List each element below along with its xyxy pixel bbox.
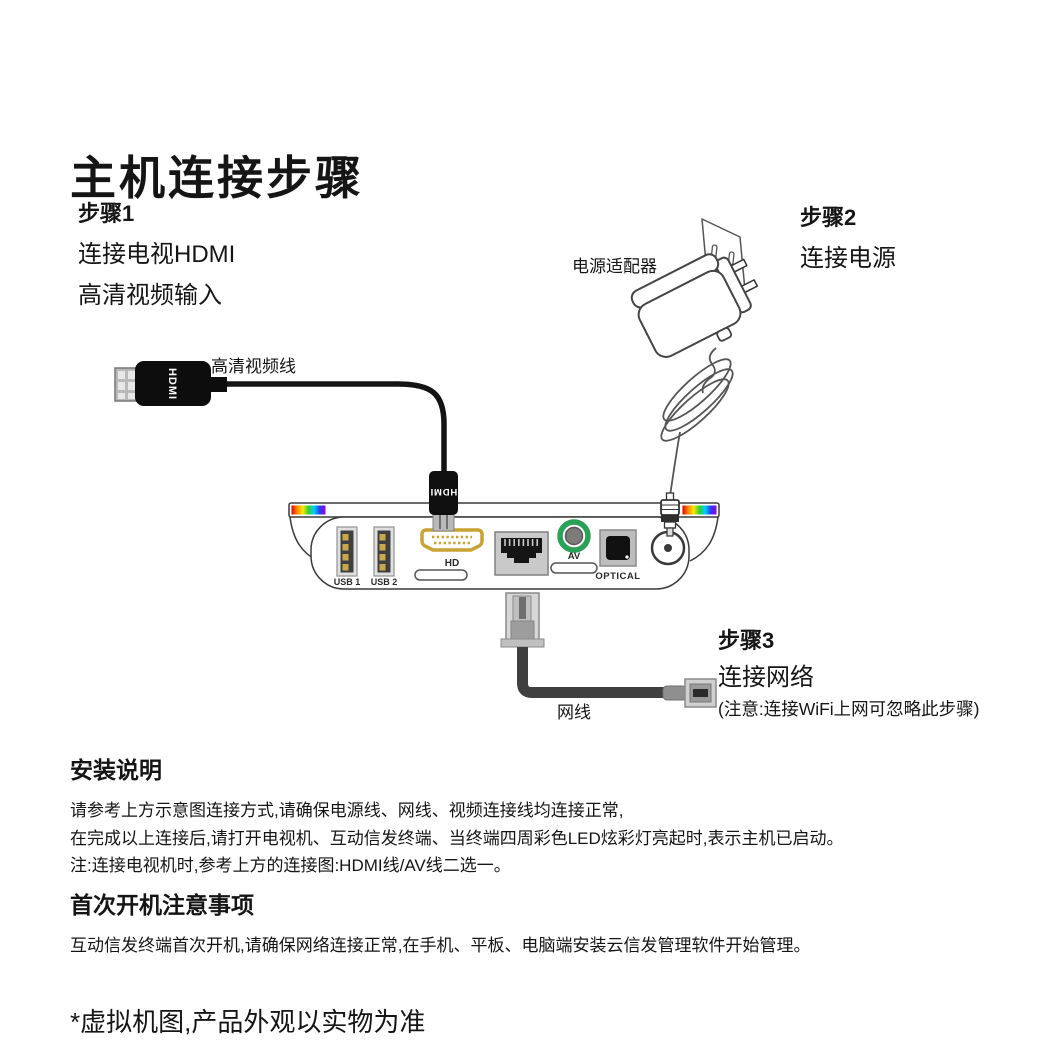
step3-block: 步骤3 连接网络 (注意:连接WiFi上网可忽略此步骤) [718,630,980,721]
hdmi-port-icon [420,528,484,552]
av-port-icon [557,519,591,553]
power-adapter-illustration: 电源适配器 [572,218,759,497]
hdmi-port-label: HD [445,558,459,569]
hdmi-cable-illustration: HDMI 高清视频线 [114,357,447,472]
step1-line1: 连接电视HDMI [78,241,236,268]
power-adapter-label: 电源适配器 [572,257,657,276]
av-port-label: AV [568,551,581,562]
usb2-port-icon [373,526,395,577]
network-cable-illustration: 网线 [500,592,717,722]
usb1-port-icon [336,526,358,577]
led-strip-left [291,505,326,515]
footnote: *虚拟机图,产品外观以实物为准 [70,1007,426,1037]
optical-port-icon [599,529,637,567]
hdmi-plug-left-icon: HDMI [114,361,227,406]
adapter-body-icon [630,253,759,358]
hdmi-cable-label: 高清视频线 [211,357,296,376]
step1-block: 步骤1 连接电视HDMI 高清视频输入 [78,203,235,316]
step2-line1: 连接电源 [800,245,896,272]
step1-label: 步骤1 [78,201,135,226]
optical-port-label: OPTICAL [595,571,640,582]
install-line: 注:连接电视机时,参考上方的连接图:HDMI线/AV线二选一。 [70,856,511,875]
first-boot-body: 互动信发终端首次开机,请确保网络连接正常,在手机、平板、电脑端安装云信发管理软件… [70,936,811,955]
step3-label: 步骤3 [718,628,775,653]
usb1-port-label: USB 1 [334,577,361,587]
first-boot-heading: 首次开机注意事项 [70,892,254,918]
av-slot-oval [550,562,598,574]
step3-line1: 连接网络 [718,664,814,691]
hdmi-plug-top-icon: HDMI [429,471,458,532]
step2-block: 步骤2 连接电源 [800,207,896,279]
step3-note: (注意:连接WiFi上网可忽略此步骤) [718,699,980,719]
ethernet-port-icon [494,531,549,576]
power-jack-icon [650,530,686,566]
install-line: 在完成以上连接后,请打开电视机、互动信发终端、当终端四周彩色LED炫彩灯亮起时,… [70,828,844,848]
install-line: 请参考上方示意图连接方式,请确保电源线、网线、视频连接线均连接正常, [70,801,624,820]
hdmi-slot-oval [414,569,468,581]
network-cable-label: 网线 [557,703,591,722]
page-title: 主机连接步骤 [70,152,364,204]
rj45-plug-end-icon [662,678,717,708]
hdmi-plug-left-text: HDMI [166,368,178,400]
adapter-cord [660,347,734,497]
device-rear-panel: USB 1 USB 2 HD [288,502,720,590]
step2-label: 步骤2 [800,205,857,230]
led-strip-right [682,505,717,515]
install-section: 安装说明 请参考上方示意图连接方式,请确保电源线、网线、视频连接线均连接正常, … [70,751,844,880]
rj45-plug-up-icon [500,592,545,648]
wall-outlet-icon [701,218,747,302]
usb2-port-label: USB 2 [371,577,398,587]
dc-barrel-plug-icon [660,492,680,537]
install-heading: 安装说明 [70,757,162,783]
step1-line2: 高清视频输入 [78,282,222,309]
hdmi-plug-top-text: HDMI [430,486,457,497]
first-boot-section: 首次开机注意事项 互动信发终端首次开机,请确保网络连接正常,在手机、平板、电脑端… [70,886,810,958]
